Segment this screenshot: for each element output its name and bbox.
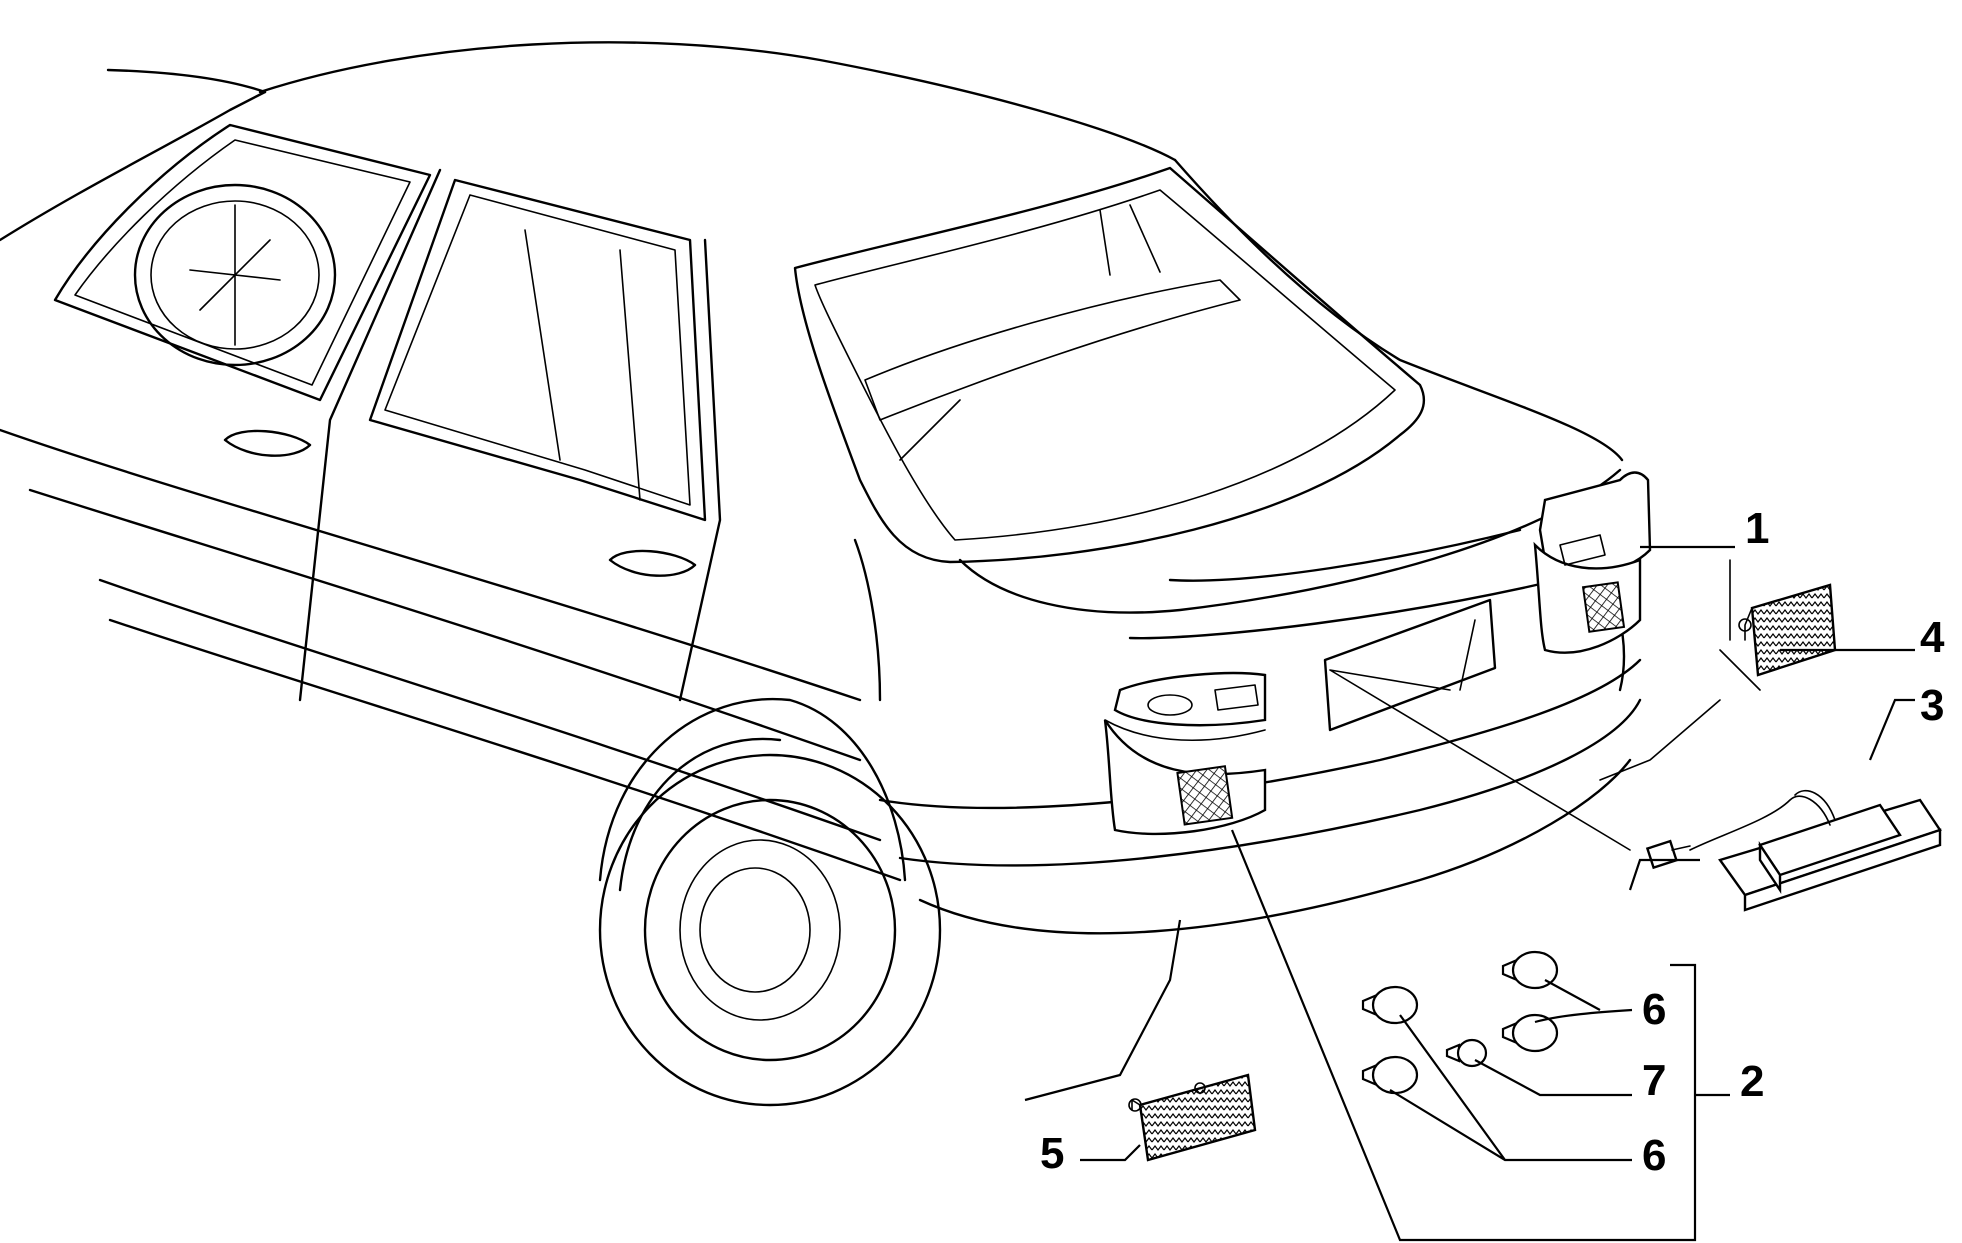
callout-5: 5 bbox=[1040, 1129, 1064, 1178]
bulbs-group bbox=[1361, 950, 1559, 1095]
rear-reflector-left[interactable] bbox=[1128, 1073, 1257, 1162]
bulb-3[interactable] bbox=[1361, 985, 1419, 1025]
license-plate-lamp[interactable] bbox=[1645, 790, 1942, 912]
callout-1: 1 bbox=[1745, 504, 1769, 553]
callout-6-upper: 6 bbox=[1642, 985, 1666, 1034]
car-outline bbox=[0, 41, 1642, 1107]
callout-7: 7 bbox=[1642, 1056, 1666, 1105]
rear-reflector-right[interactable] bbox=[1738, 583, 1837, 677]
small-bulb[interactable] bbox=[1445, 1038, 1488, 1068]
leader-lines bbox=[1024, 545, 1915, 1242]
tail-light-right[interactable] bbox=[1533, 471, 1652, 654]
callout-6-lower: 6 bbox=[1642, 1131, 1666, 1180]
callout-3: 3 bbox=[1920, 681, 1944, 730]
callout-4: 4 bbox=[1920, 613, 1945, 662]
bulb-2[interactable] bbox=[1501, 1013, 1559, 1053]
tail-light-left[interactable] bbox=[1103, 671, 1267, 836]
bulb-4[interactable] bbox=[1361, 1055, 1419, 1095]
callout-2: 2 bbox=[1740, 1057, 1764, 1106]
callout-labels: 1 4 3 6 7 2 6 5 bbox=[1040, 504, 1945, 1180]
bulb-1[interactable] bbox=[1501, 950, 1559, 990]
